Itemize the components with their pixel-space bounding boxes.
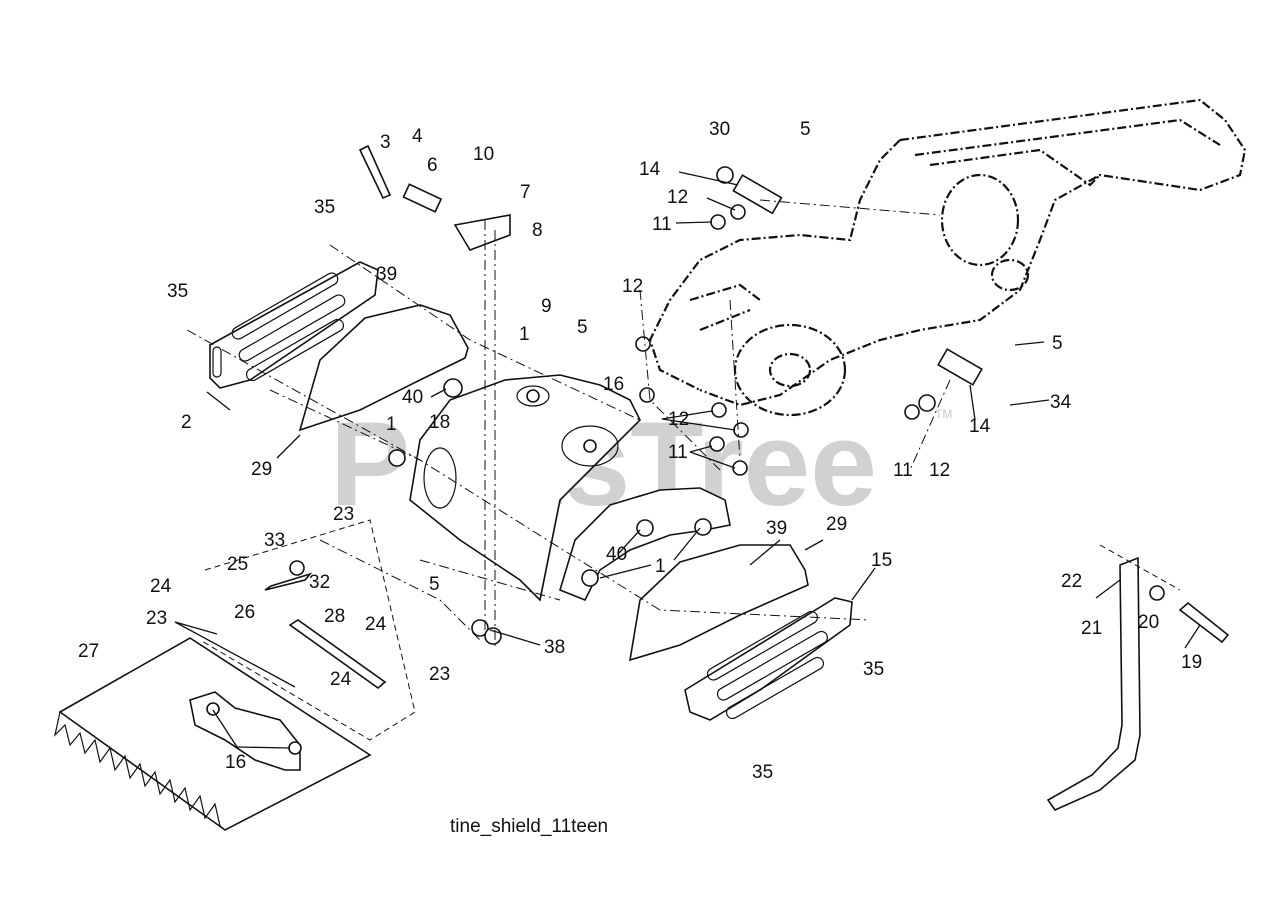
label-10: 10 bbox=[473, 144, 494, 165]
label-28: 28 bbox=[324, 606, 345, 627]
label-1: 1 bbox=[519, 324, 530, 345]
label-20: 20 bbox=[1138, 612, 1159, 633]
label-11: 11 bbox=[893, 460, 913, 481]
label-1: 1 bbox=[386, 414, 397, 435]
label-35: 35 bbox=[752, 762, 773, 783]
label-5: 5 bbox=[429, 574, 440, 595]
label-32: 32 bbox=[309, 572, 330, 593]
label-5: 5 bbox=[1052, 333, 1063, 354]
label-29: 29 bbox=[826, 514, 847, 535]
label-8: 8 bbox=[532, 220, 543, 241]
right-shield bbox=[628, 544, 809, 662]
label-12: 12 bbox=[667, 187, 688, 208]
label-24: 24 bbox=[330, 669, 352, 690]
label-29: 29 bbox=[251, 459, 272, 480]
label-40: 40 bbox=[402, 387, 423, 408]
right-side-plate bbox=[684, 597, 853, 721]
label-34: 34 bbox=[1050, 392, 1072, 413]
right-hood bbox=[559, 487, 731, 602]
label-14: 14 bbox=[969, 416, 991, 437]
label-1: 1 bbox=[655, 556, 666, 577]
label-14: 14 bbox=[639, 159, 661, 180]
label-19: 19 bbox=[1181, 652, 1202, 673]
assembly-lines bbox=[186, 199, 1181, 741]
part-labels: 30 5 14 12 11 3 4 6 10 7 8 35 39 35 2 29… bbox=[78, 119, 1202, 783]
label-2: 2 bbox=[181, 412, 192, 433]
label-9: 9 bbox=[541, 296, 552, 317]
label-35: 35 bbox=[863, 659, 884, 680]
label-16: 16 bbox=[225, 752, 246, 773]
label-16: 16 bbox=[603, 374, 624, 395]
main-hood bbox=[409, 374, 641, 602]
label-40: 40 bbox=[606, 544, 627, 565]
label-15: 15 bbox=[871, 550, 892, 571]
label-23: 23 bbox=[429, 664, 450, 685]
left-shield bbox=[298, 304, 469, 432]
label-21: 21 bbox=[1081, 618, 1102, 639]
label-39: 39 bbox=[766, 518, 787, 539]
label-25: 25 bbox=[227, 554, 248, 575]
label-11: 11 bbox=[668, 442, 688, 463]
label-35: 35 bbox=[167, 281, 188, 302]
label-35: 35 bbox=[314, 197, 335, 218]
label-33: 33 bbox=[264, 530, 285, 551]
rear-flap bbox=[53, 637, 372, 831]
label-39: 39 bbox=[376, 264, 397, 285]
leader-lines bbox=[174, 171, 1201, 749]
diagram-caption: tine_shield_11teen bbox=[450, 816, 608, 837]
label-7: 7 bbox=[520, 182, 531, 203]
hardware bbox=[206, 144, 1165, 755]
watermark-trademark: TM bbox=[935, 407, 952, 421]
label-30: 30 bbox=[709, 119, 730, 140]
pin bbox=[1178, 601, 1230, 644]
label-6: 6 bbox=[427, 155, 438, 176]
label-5: 5 bbox=[577, 317, 588, 338]
label-24: 24 bbox=[150, 576, 172, 597]
label-11: 11 bbox=[652, 214, 672, 235]
depth-bar bbox=[1046, 556, 1141, 811]
label-27: 27 bbox=[78, 641, 99, 662]
label-24: 24 bbox=[365, 614, 387, 635]
label-23: 23 bbox=[146, 608, 167, 629]
label-26: 26 bbox=[234, 602, 255, 623]
label-18: 18 bbox=[429, 412, 450, 433]
label-5: 5 bbox=[800, 119, 811, 140]
label-12: 12 bbox=[622, 276, 643, 297]
label-12: 12 bbox=[929, 460, 950, 481]
label-3: 3 bbox=[380, 132, 391, 153]
left-side-plate bbox=[209, 261, 379, 389]
label-12: 12 bbox=[668, 409, 689, 430]
label-23: 23 bbox=[333, 504, 354, 525]
tiller-body bbox=[648, 98, 1247, 417]
label-38: 38 bbox=[544, 637, 565, 658]
label-4: 4 bbox=[412, 126, 423, 147]
label-22: 22 bbox=[1061, 571, 1082, 592]
